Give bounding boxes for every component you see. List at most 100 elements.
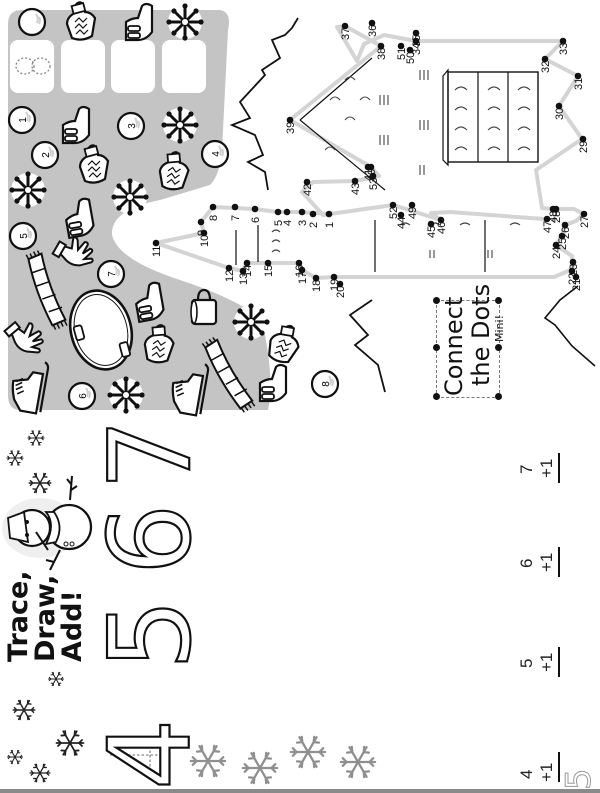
dot-label-34: 34: [411, 43, 423, 55]
dot-27: [580, 210, 588, 218]
snowflake-icon: [47, 671, 65, 687]
dot-label-50: 50: [405, 52, 417, 64]
dotted-8-hint: [15, 57, 51, 75]
title-line-2: Draw,: [30, 574, 61, 662]
dot-16: [295, 259, 303, 267]
dot-label-43: 43: [350, 183, 362, 195]
dot-label-53: 53: [368, 178, 380, 190]
dot-label-51: 51: [396, 48, 408, 60]
svg-text:4: 4: [211, 151, 222, 157]
snowflake-icon: [29, 763, 51, 783]
snowball-3: 3: [116, 111, 146, 141]
title-line-1: Trace,: [3, 570, 34, 662]
dot-47: [543, 215, 551, 223]
dot-label-10: 10: [199, 235, 211, 247]
dot-53: [369, 172, 377, 180]
snowball-8: 8: [310, 369, 340, 399]
dot-31: [574, 72, 582, 80]
svg-text:5: 5: [19, 233, 30, 239]
svg-text:1: 1: [18, 117, 29, 123]
dot-18: [312, 274, 320, 282]
dot-label-45: 45: [426, 226, 438, 238]
dot-label-6: 6: [250, 217, 262, 223]
trace-number-6: 6: [85, 503, 217, 576]
dot-44: [397, 211, 405, 219]
dot-19: [330, 273, 338, 281]
svg-text:2: 2: [41, 152, 52, 158]
svg-text:7: 7: [107, 271, 118, 277]
dot-label-22: 22: [567, 273, 579, 285]
dot-3: [298, 208, 306, 216]
answer-box-2: [61, 40, 105, 93]
title-line-3: Add!: [57, 590, 88, 662]
problem-top-number: 7: [517, 464, 536, 474]
snowball-icon: [17, 7, 47, 37]
trace-number-4: 4: [85, 718, 217, 791]
dot-label-8: 8: [208, 215, 220, 221]
dot-13: [239, 267, 247, 275]
dot-label-25: 25: [557, 238, 569, 250]
dot-48: [549, 205, 557, 213]
dot-30: [555, 102, 563, 110]
dot-label-48: 48: [548, 211, 560, 223]
answer-line: [558, 647, 560, 677]
dot-50: [406, 46, 414, 54]
dot-label-28: 28: [551, 211, 563, 223]
snowball-2: 2: [30, 140, 60, 170]
snowball-6: 6: [67, 381, 97, 411]
dot-41: [364, 163, 372, 171]
snowflake-icon: [339, 745, 377, 779]
answer-line: [558, 752, 560, 782]
answer-box-4: [162, 40, 206, 93]
dot-15: [264, 259, 272, 267]
snowflake-icon: [55, 730, 85, 756]
dot-label-30: 30: [554, 108, 566, 120]
problem-addend: +1: [537, 458, 556, 478]
dot-39: [286, 116, 294, 124]
mountain-line-mid: [348, 299, 386, 393]
problem-addend: +1: [537, 652, 556, 672]
mitten-icon: [65, 1, 97, 41]
dot-label-2: 2: [308, 222, 320, 228]
connect-dots-subtitle: Mini!: [493, 315, 506, 342]
dot-label-4: 4: [282, 220, 294, 226]
dot-label-20: 20: [335, 286, 347, 298]
svg-text:6: 6: [78, 393, 89, 399]
dot-20: [336, 280, 344, 288]
house-drawing: [235, 57, 539, 272]
dot-label-31: 31: [573, 78, 585, 90]
dot-25: [558, 232, 566, 240]
dot-label-36: 36: [367, 25, 379, 37]
dot-label-18: 18: [311, 280, 323, 292]
dot-label-15: 15: [263, 265, 275, 277]
snowflake-icon: [12, 699, 36, 721]
trace-4-guide: [110, 744, 170, 780]
dot-label-38: 38: [376, 48, 388, 60]
dot-9: [197, 218, 205, 226]
svg-text:3: 3: [127, 123, 138, 129]
dot-17: [298, 266, 306, 274]
snowflake-icon: [6, 749, 24, 765]
dot-45: [427, 220, 435, 228]
dot-37: [341, 22, 349, 30]
dot-46: [437, 216, 445, 224]
dot-label-29: 29: [578, 141, 590, 153]
dot-2: [309, 210, 317, 218]
dot-35: [412, 29, 420, 37]
dot-29: [579, 135, 587, 143]
snowflake-icon: [6, 450, 24, 466]
dot-12: [225, 264, 233, 272]
dot-10: [200, 229, 208, 237]
dot-label-14: 14: [242, 265, 254, 277]
svg-text:8: 8: [321, 381, 332, 387]
dot-label-12: 12: [224, 270, 236, 282]
answer-box-1: [10, 40, 54, 93]
dot-36: [368, 19, 376, 27]
dot-label-33: 33: [558, 43, 570, 55]
dot-label-27: 27: [579, 216, 591, 228]
mountain-line-right: [543, 285, 596, 367]
problem-top-number: 4: [517, 769, 536, 779]
connect-dots-title-2: the Dots: [467, 283, 495, 386]
dot-label-3: 3: [297, 220, 309, 226]
trace-number-7: 7: [85, 418, 217, 491]
